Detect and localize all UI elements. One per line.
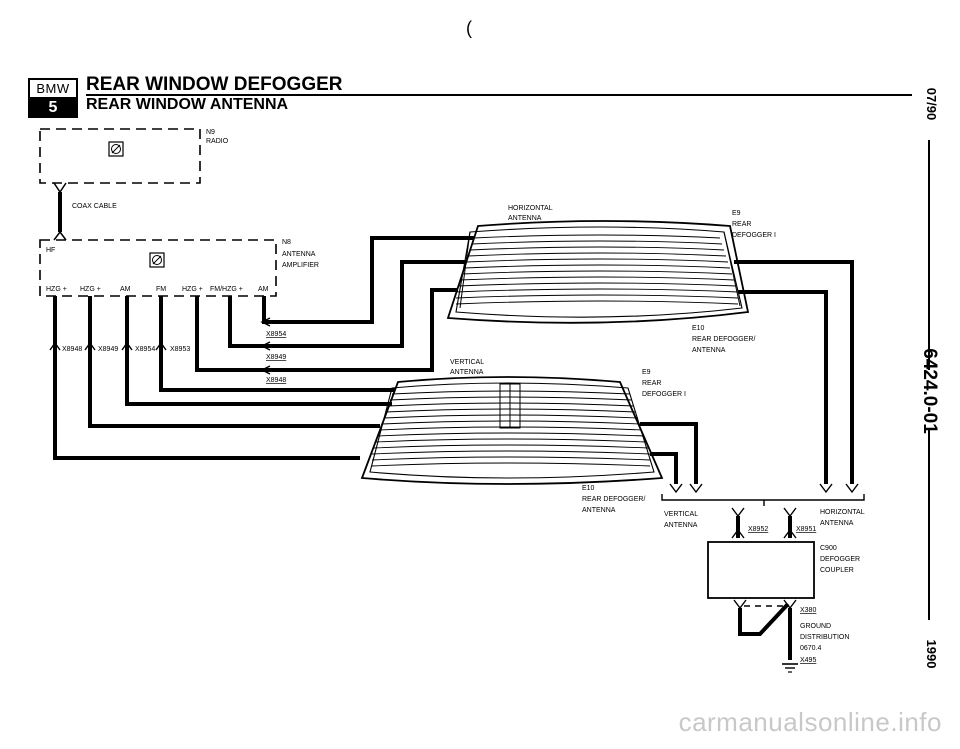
radio-ref: N9 xyxy=(206,129,215,136)
upper-e9-name-1: REAR xyxy=(732,221,751,228)
coupler-ref: C900 xyxy=(820,545,837,552)
upper-antenna-label-1: HORIZONTAL xyxy=(508,205,553,212)
ground-x495: X495 xyxy=(800,657,816,664)
lower-e10-name-1: REAR DEFOGGER/ xyxy=(582,496,645,503)
coupler-brackets xyxy=(661,494,865,506)
amplifier-name-1: ANTENNA xyxy=(282,251,316,258)
amp-pin-2: HZG + xyxy=(80,286,101,293)
logo-series: 5 xyxy=(30,99,76,116)
upper-window-feeds xyxy=(262,236,474,372)
lower-e9-ref: E9 xyxy=(642,369,651,376)
coupler-horizontal-1: HORIZONTAL xyxy=(820,509,865,516)
connector-x8948: X8948 xyxy=(62,346,82,353)
page-subtitle: REAR WINDOW ANTENNA xyxy=(86,96,289,113)
coax-label: COAX CABLE xyxy=(72,203,117,210)
upper-e9-name-2: DEFOGGER I xyxy=(732,232,776,239)
amp-pin-3: AM xyxy=(120,286,131,293)
ground-label-1: GROUND xyxy=(800,623,831,630)
lower-antenna-label-1: VERTICAL xyxy=(450,359,484,366)
logo-brand: BMW xyxy=(30,80,76,99)
amplifier-box xyxy=(39,239,277,297)
amplifier-wires xyxy=(53,296,395,460)
connector-x8953: X8953 xyxy=(170,346,190,353)
ground-x380: X380 xyxy=(800,607,816,614)
side-rule-bottom xyxy=(928,430,930,620)
side-date: 07/90 xyxy=(924,87,939,121)
coupler-horizontal-2: ANTENNA xyxy=(820,520,854,527)
lower-antenna-label-2: ANTENNA xyxy=(450,369,484,376)
upper-antenna-label-2: ANTENNA xyxy=(508,215,542,222)
ground-ref: 0670.4 xyxy=(800,645,822,652)
lower-e9-name-2: DEFOGGER I xyxy=(642,391,686,398)
side-year: 1990 xyxy=(924,639,939,669)
connector-x8949: X8949 xyxy=(98,346,118,353)
connector-x8948-right: X8948 xyxy=(266,377,286,384)
amp-pin-6: FM/HZG + xyxy=(210,286,243,293)
amp-pin-4: FM xyxy=(156,286,166,293)
coupler-box xyxy=(707,541,815,599)
radio-name: RADIO xyxy=(206,138,229,145)
margin-mark: ( xyxy=(466,18,472,38)
lower-e10-ref: E10 xyxy=(582,485,595,492)
output-arrows xyxy=(669,483,859,494)
lower-e10-name-2: ANTENNA xyxy=(582,507,616,514)
amp-pin-7: AM xyxy=(258,286,269,293)
amp-pin-5: HZG + xyxy=(182,286,203,293)
upper-e10-name-1: REAR DEFOGGER/ xyxy=(692,336,755,343)
lower-e9-name-1: REAR xyxy=(642,380,661,387)
coax-cable xyxy=(53,182,67,241)
upper-e10-ref: E10 xyxy=(692,325,705,332)
coupler-x8952: X8952 xyxy=(748,526,768,533)
upper-e9-ref: E9 xyxy=(732,210,741,217)
coupler-x8951: X8951 xyxy=(796,526,816,533)
page-title: REAR WINDOW DEFOGGER xyxy=(86,74,343,95)
connector-x8954-right: X8954 xyxy=(266,331,286,338)
radio-box xyxy=(39,128,201,184)
coupler-name-2: COUPLER xyxy=(820,567,854,574)
bmw-5-logo: BMW 5 xyxy=(28,78,78,118)
amp-pin-1: HZG + xyxy=(46,286,67,293)
upper-window-outputs xyxy=(734,260,854,484)
coupler-vertical-1: VERTICAL xyxy=(664,511,698,518)
upper-rear-window xyxy=(446,220,750,324)
coupler-vertical-2: ANTENNA xyxy=(664,522,698,529)
amplifier-ref: N8 xyxy=(282,239,291,246)
lower-window-outputs xyxy=(640,422,698,484)
ground-label-2: DISTRIBUTION xyxy=(800,634,849,641)
amplifier-name-2: AMPLIFIER xyxy=(282,262,319,269)
connector-x8954: X8954 xyxy=(135,346,155,353)
lower-rear-window xyxy=(360,376,664,485)
side-rule-top xyxy=(928,140,930,370)
watermark: carmanualsonline.info xyxy=(678,707,942,737)
ground-connection xyxy=(733,599,798,673)
coupler-inputs xyxy=(731,507,797,539)
coupler-name-1: DEFOGGER xyxy=(820,556,860,563)
header-rule xyxy=(86,94,912,96)
amplifier-hf: HF xyxy=(46,247,55,254)
connector-x8949-right: X8949 xyxy=(266,354,286,361)
upper-e10-name-2: ANTENNA xyxy=(692,347,726,354)
